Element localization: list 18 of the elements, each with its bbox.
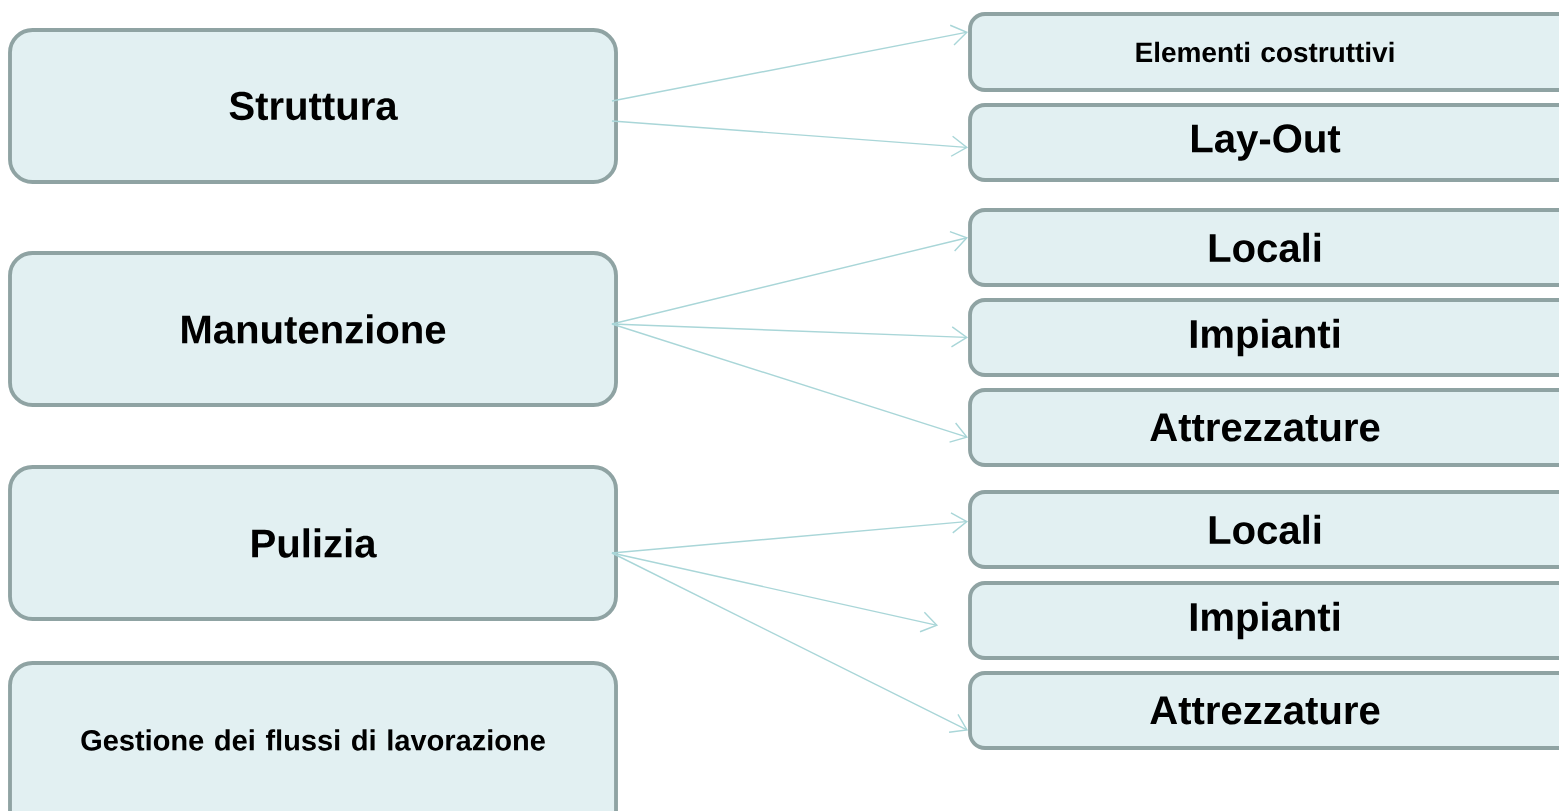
rounded-box: Locali (968, 208, 1559, 287)
arrow (611, 512, 969, 554)
rounded-box: Attrezzature (968, 671, 1559, 750)
rounded-box: Lay-Out (968, 103, 1559, 182)
rounded-box: Locali (968, 490, 1559, 569)
rounded-box: Impianti (968, 298, 1559, 377)
arrow (611, 323, 969, 443)
rounded-box: Gestione dei flussi di lavorazione (8, 661, 618, 811)
rounded-box: Elementi costruttivi (968, 12, 1559, 92)
arrow (611, 323, 969, 348)
arrow (611, 24, 969, 102)
arrow (611, 552, 969, 733)
rounded-box: Attrezzature (968, 388, 1559, 467)
rounded-box: Struttura (8, 28, 618, 184)
arrow (611, 120, 969, 157)
rounded-box: Pulizia (8, 465, 618, 621)
rounded-box: Impianti (968, 581, 1559, 660)
rounded-box: Manutenzione (8, 251, 618, 407)
